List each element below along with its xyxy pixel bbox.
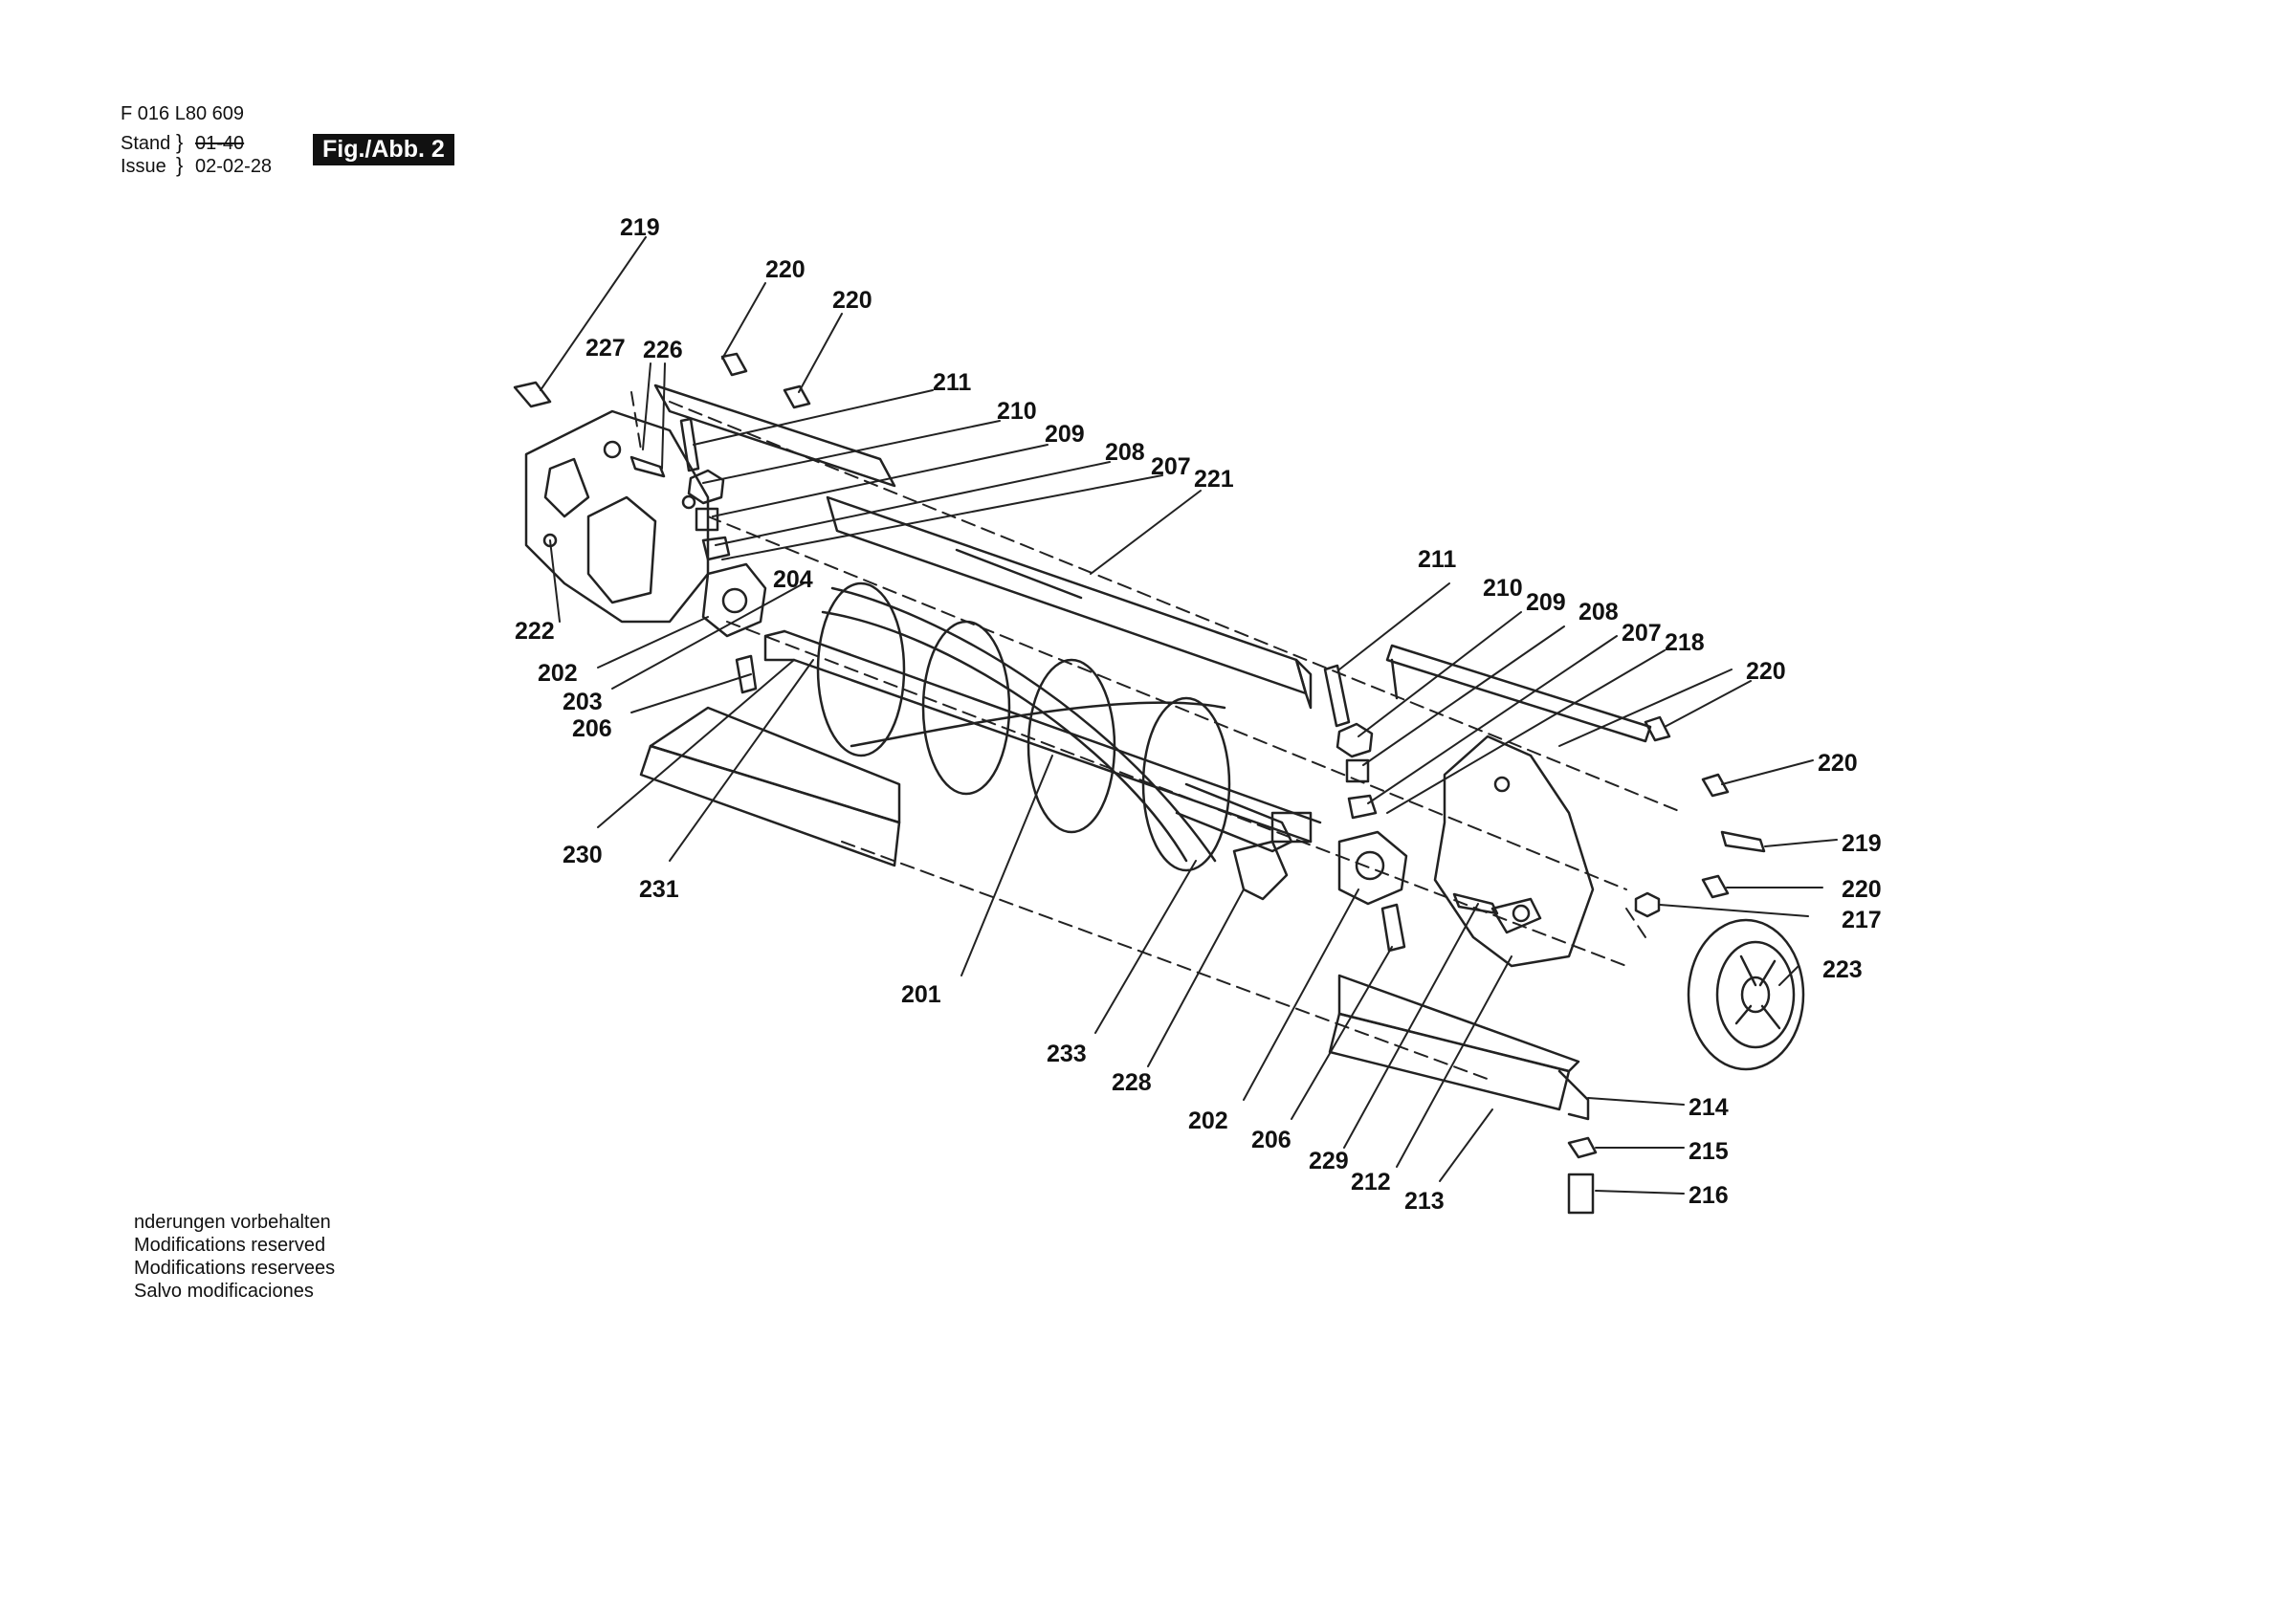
upper-bar (653, 384, 1313, 710)
callout-222: 222 (515, 618, 555, 645)
left-bearing-group (679, 417, 767, 694)
callout-211: 211 (1418, 546, 1456, 573)
callout-227: 227 (585, 335, 626, 362)
issue-value: 02-02-28 (195, 156, 273, 177)
right-bar (1385, 644, 1652, 743)
modifications-notice: nderungen vorbehalten Modifications rese… (134, 1211, 335, 1303)
callout-214: 214 (1689, 1094, 1729, 1121)
callout-213: 213 (1404, 1188, 1445, 1215)
callout-221: 221 (1194, 466, 1234, 493)
notice-line-en: Modifications reserved (134, 1235, 326, 1256)
callout-202: 202 (1188, 1108, 1228, 1134)
right-side-plate (1433, 735, 1595, 968)
figure-label: Fig./Abb. 2 (313, 134, 454, 165)
callout-210: 210 (997, 398, 1037, 425)
callout-207: 207 (1622, 620, 1662, 647)
notice-line-es: Salvo modificaciones (134, 1281, 314, 1302)
callout-223: 223 (1822, 956, 1863, 983)
callout-219: 219 (1842, 830, 1882, 857)
callout-209: 209 (1045, 421, 1085, 448)
callout-209: 209 (1526, 589, 1566, 616)
callout-220: 220 (1842, 876, 1882, 903)
lower-blade-bar (639, 706, 1590, 1121)
callout-201: 201 (901, 981, 941, 1008)
stand-label: Stand (121, 133, 171, 154)
callout-212: 212 (1351, 1169, 1391, 1195)
callout-226: 226 (643, 337, 683, 363)
callout-210: 210 (1483, 575, 1523, 602)
stand-row: Stand} 01-40 (121, 130, 244, 155)
callout-228: 228 (1112, 1069, 1152, 1096)
callout-216: 216 (1689, 1182, 1729, 1209)
callout-219: 219 (620, 214, 660, 241)
leader-lines (540, 236, 1838, 1195)
callout-233: 233 (1047, 1041, 1087, 1067)
callout-220: 220 (832, 287, 872, 314)
callout-208: 208 (1105, 439, 1145, 466)
callout-220: 220 (1746, 658, 1786, 685)
callout-202: 202 (538, 660, 578, 687)
callout-203: 203 (563, 689, 603, 715)
issue-label: Issue (121, 156, 166, 177)
fasteners (513, 352, 1766, 1215)
callout-206: 206 (572, 715, 612, 742)
cutting-cylinder (763, 581, 1322, 872)
stand-value: 01-40 (195, 133, 245, 154)
notice-line-de: nderungen vorbehalten (134, 1212, 331, 1233)
callout-211: 211 (933, 369, 971, 396)
callout-labels: 219 220 220 227 226 211 210 209 208 207 … (515, 214, 1882, 1215)
assembly-axes (630, 391, 1685, 1082)
callout-220: 220 (1818, 750, 1858, 777)
callout-215: 215 (1689, 1138, 1729, 1165)
brace-icon: } (176, 153, 184, 177)
issue-row: Issue} 02-02-28 (121, 153, 272, 178)
callout-208: 208 (1578, 599, 1619, 625)
callout-220: 220 (765, 256, 806, 283)
notice-line-fr: Modifications reservees (134, 1258, 336, 1279)
document-number: F 016 L80 609 (121, 103, 244, 124)
callout-218: 218 (1665, 629, 1705, 656)
callout-206: 206 (1251, 1127, 1292, 1153)
callout-204: 204 (773, 566, 813, 593)
callout-207: 207 (1151, 453, 1191, 480)
callout-231: 231 (639, 876, 679, 903)
brace-icon: } (176, 130, 184, 154)
callout-229: 229 (1309, 1148, 1349, 1174)
left-side-plate (524, 409, 710, 624)
right-bearing-group (1232, 664, 1408, 953)
wheel (1687, 918, 1805, 1071)
callout-230: 230 (563, 842, 603, 868)
callout-217: 217 (1842, 907, 1882, 933)
